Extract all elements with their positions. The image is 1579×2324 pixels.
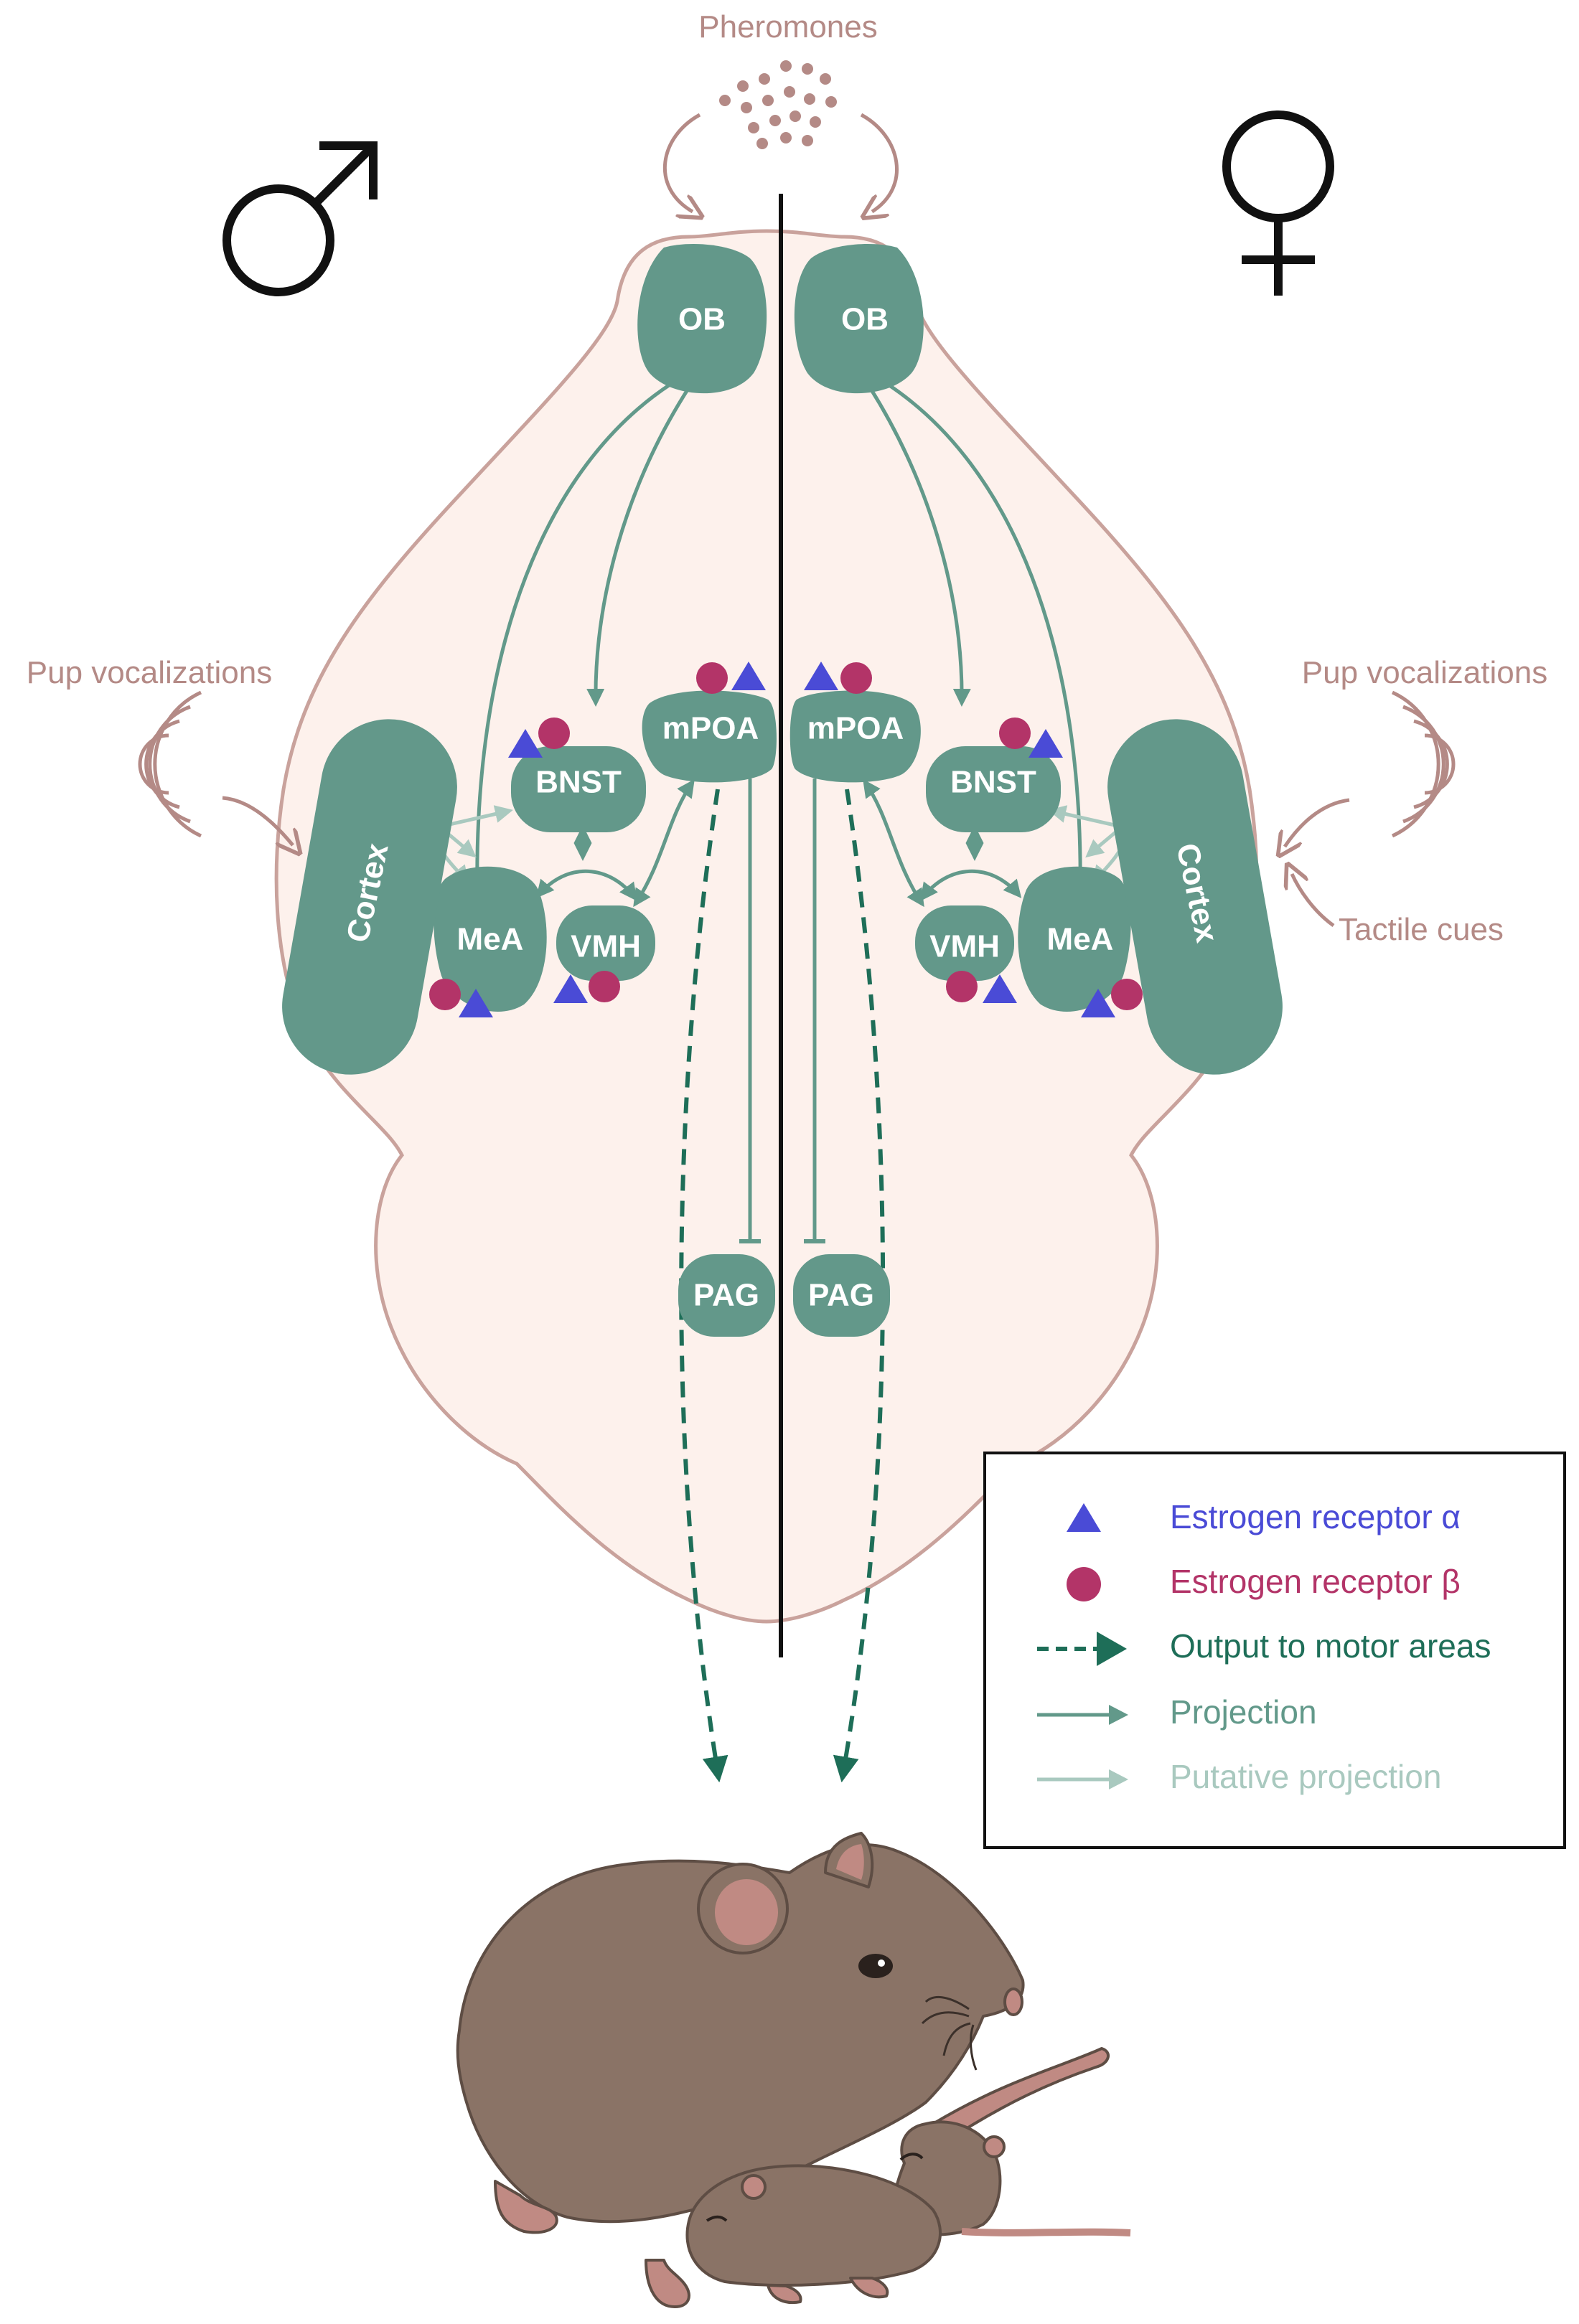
estrogen-receptor-alpha-marker — [1029, 729, 1063, 758]
region-mea-left-label: MeA — [457, 922, 524, 957]
pup-eye-right — [899, 2153, 924, 2161]
pup-eye-left — [706, 2215, 728, 2222]
estrogen-receptor-beta-marker — [999, 718, 1031, 749]
region-bnst-left-label: BNST — [535, 765, 622, 800]
estrogen-receptor-alpha-marker — [731, 662, 766, 690]
legend: Estrogen receptor α Estrogen receptor β … — [983, 1452, 1566, 1849]
region-ob-left-label: OB — [678, 302, 726, 337]
estrogen-receptor-beta-marker — [696, 662, 728, 694]
legend-projection-label: Projection — [1170, 1693, 1317, 1731]
pup-vocalizations-right-label: Pup vocalizations — [1302, 655, 1547, 690]
region-ob-right — [794, 244, 924, 394]
region-mpoa-left — [642, 690, 777, 783]
legend-alpha-symbol — [1067, 1503, 1101, 1532]
projection-ob-mea-right — [886, 382, 1090, 897]
mouse-illustration — [456, 1832, 1131, 2308]
estrogen-receptor-beta-marker — [538, 718, 570, 749]
legend-alpha-label: Estrogen receptor α — [1170, 1498, 1461, 1535]
adult-mouse-whiskers — [921, 1995, 978, 2071]
region-pag-left-label: PAG — [693, 1278, 759, 1313]
vocalization-arrow-left — [222, 796, 293, 845]
projection-ob-bnst-left — [586, 386, 691, 707]
region-mpoa-right — [790, 690, 921, 783]
brain-outline — [274, 229, 1259, 1624]
legend-putative-label: Putative projection — [1170, 1758, 1441, 1795]
estrogen-receptor-beta-marker — [589, 971, 620, 1002]
region-vmh-right-label: VMH — [929, 929, 1000, 964]
estrogen-receptor-alpha-marker — [508, 729, 543, 758]
region-pag-right — [793, 1254, 890, 1337]
estrogen-receptor-alpha-marker — [1081, 989, 1115, 1017]
adult-mouse-nose — [1003, 1987, 1023, 2016]
region-vmh-right — [915, 905, 1014, 981]
estrogen-receptor-alpha-marker — [553, 974, 588, 1003]
region-mea-right — [1018, 866, 1131, 1012]
adult-mouse-hind-foot — [494, 2180, 558, 2234]
projection-mea-vmh-left — [535, 869, 637, 902]
pup-foot-left — [849, 2277, 889, 2299]
region-ob-left — [637, 244, 767, 394]
projection-mea-vmh-right — [920, 869, 1022, 902]
region-mea-left — [434, 866, 547, 1012]
region-bnst-right — [926, 746, 1061, 832]
legend-beta-label: Estrogen receptor β — [1170, 1563, 1461, 1600]
legend-putative-arrowhead — [1109, 1769, 1128, 1789]
adult-mouse-ear-inner — [715, 1879, 778, 1945]
pheromone-dots-icon — [719, 60, 837, 149]
pup-ear-left — [741, 2174, 767, 2200]
estrogen-receptor-alpha-marker — [983, 974, 1017, 1003]
projection-ob-mea-left — [468, 382, 673, 897]
region-cortex-left — [282, 719, 457, 1075]
region-bnst-left — [511, 746, 646, 832]
region-mpoa-left-label: mPOA — [662, 711, 759, 746]
adult-mouse-eye — [858, 1954, 893, 1978]
sound-waves-icon — [1391, 690, 1456, 838]
pup-tail-right — [961, 2228, 1131, 2236]
female-symbol-icon — [1222, 110, 1334, 296]
estrogen-receptor-beta-marker — [840, 662, 872, 694]
region-bnst-right-label: BNST — [950, 765, 1036, 800]
pup-ear-right — [983, 2135, 1006, 2158]
estrogen-receptor-alpha-marker — [804, 662, 838, 690]
region-vmh-left — [556, 905, 655, 981]
adult-mouse-tail — [932, 2047, 1110, 2147]
tactile-cues-label: Tactile cues — [1339, 912, 1504, 947]
output-motor-right — [833, 789, 886, 1783]
region-cortex-right — [1107, 719, 1283, 1075]
projection-ob-bnst-right — [868, 386, 971, 707]
pheromone-arrow-left — [662, 113, 700, 212]
estrogen-receptor-alpha-marker — [459, 989, 493, 1017]
region-mpoa-right-label: mPOA — [807, 711, 904, 746]
pup-vocalizations-left-label: Pup vocalizations — [27, 655, 272, 690]
projection-vmh-mpoa-left — [633, 778, 695, 908]
sound-waves-icon — [138, 690, 202, 838]
adult-mouse-ear-inner-back — [836, 1844, 864, 1880]
legend-output-arrowhead — [1097, 1632, 1127, 1666]
region-pag-right-label: PAG — [808, 1278, 874, 1313]
adult-mouse-front-foot — [645, 2259, 690, 2308]
male-symbol-icon — [222, 141, 378, 296]
output-motor-left — [679, 789, 728, 1783]
estrogen-receptor-beta-marker — [429, 979, 461, 1010]
pup-foot-left-2 — [767, 2284, 802, 2304]
projection-vmh-mpoa-right — [863, 778, 924, 908]
legend-beta-symbol — [1067, 1567, 1101, 1601]
pheromone-arrow-right — [861, 113, 899, 212]
vocalization-arrow-right — [1285, 798, 1350, 847]
pheromones-label: Pheromones — [698, 9, 877, 44]
region-mea-right-label: MeA — [1047, 922, 1114, 957]
legend-projection-arrowhead — [1109, 1705, 1128, 1725]
region-vmh-left-label: VMH — [571, 929, 641, 964]
region-ob-right-label: OB — [841, 302, 889, 337]
tactile-arrow — [1292, 874, 1335, 928]
region-pag-left — [678, 1254, 775, 1337]
legend-output-label: Output to motor areas — [1170, 1627, 1491, 1665]
estrogen-receptor-beta-marker — [1111, 979, 1143, 1010]
estrogen-receptor-beta-marker — [946, 971, 978, 1002]
